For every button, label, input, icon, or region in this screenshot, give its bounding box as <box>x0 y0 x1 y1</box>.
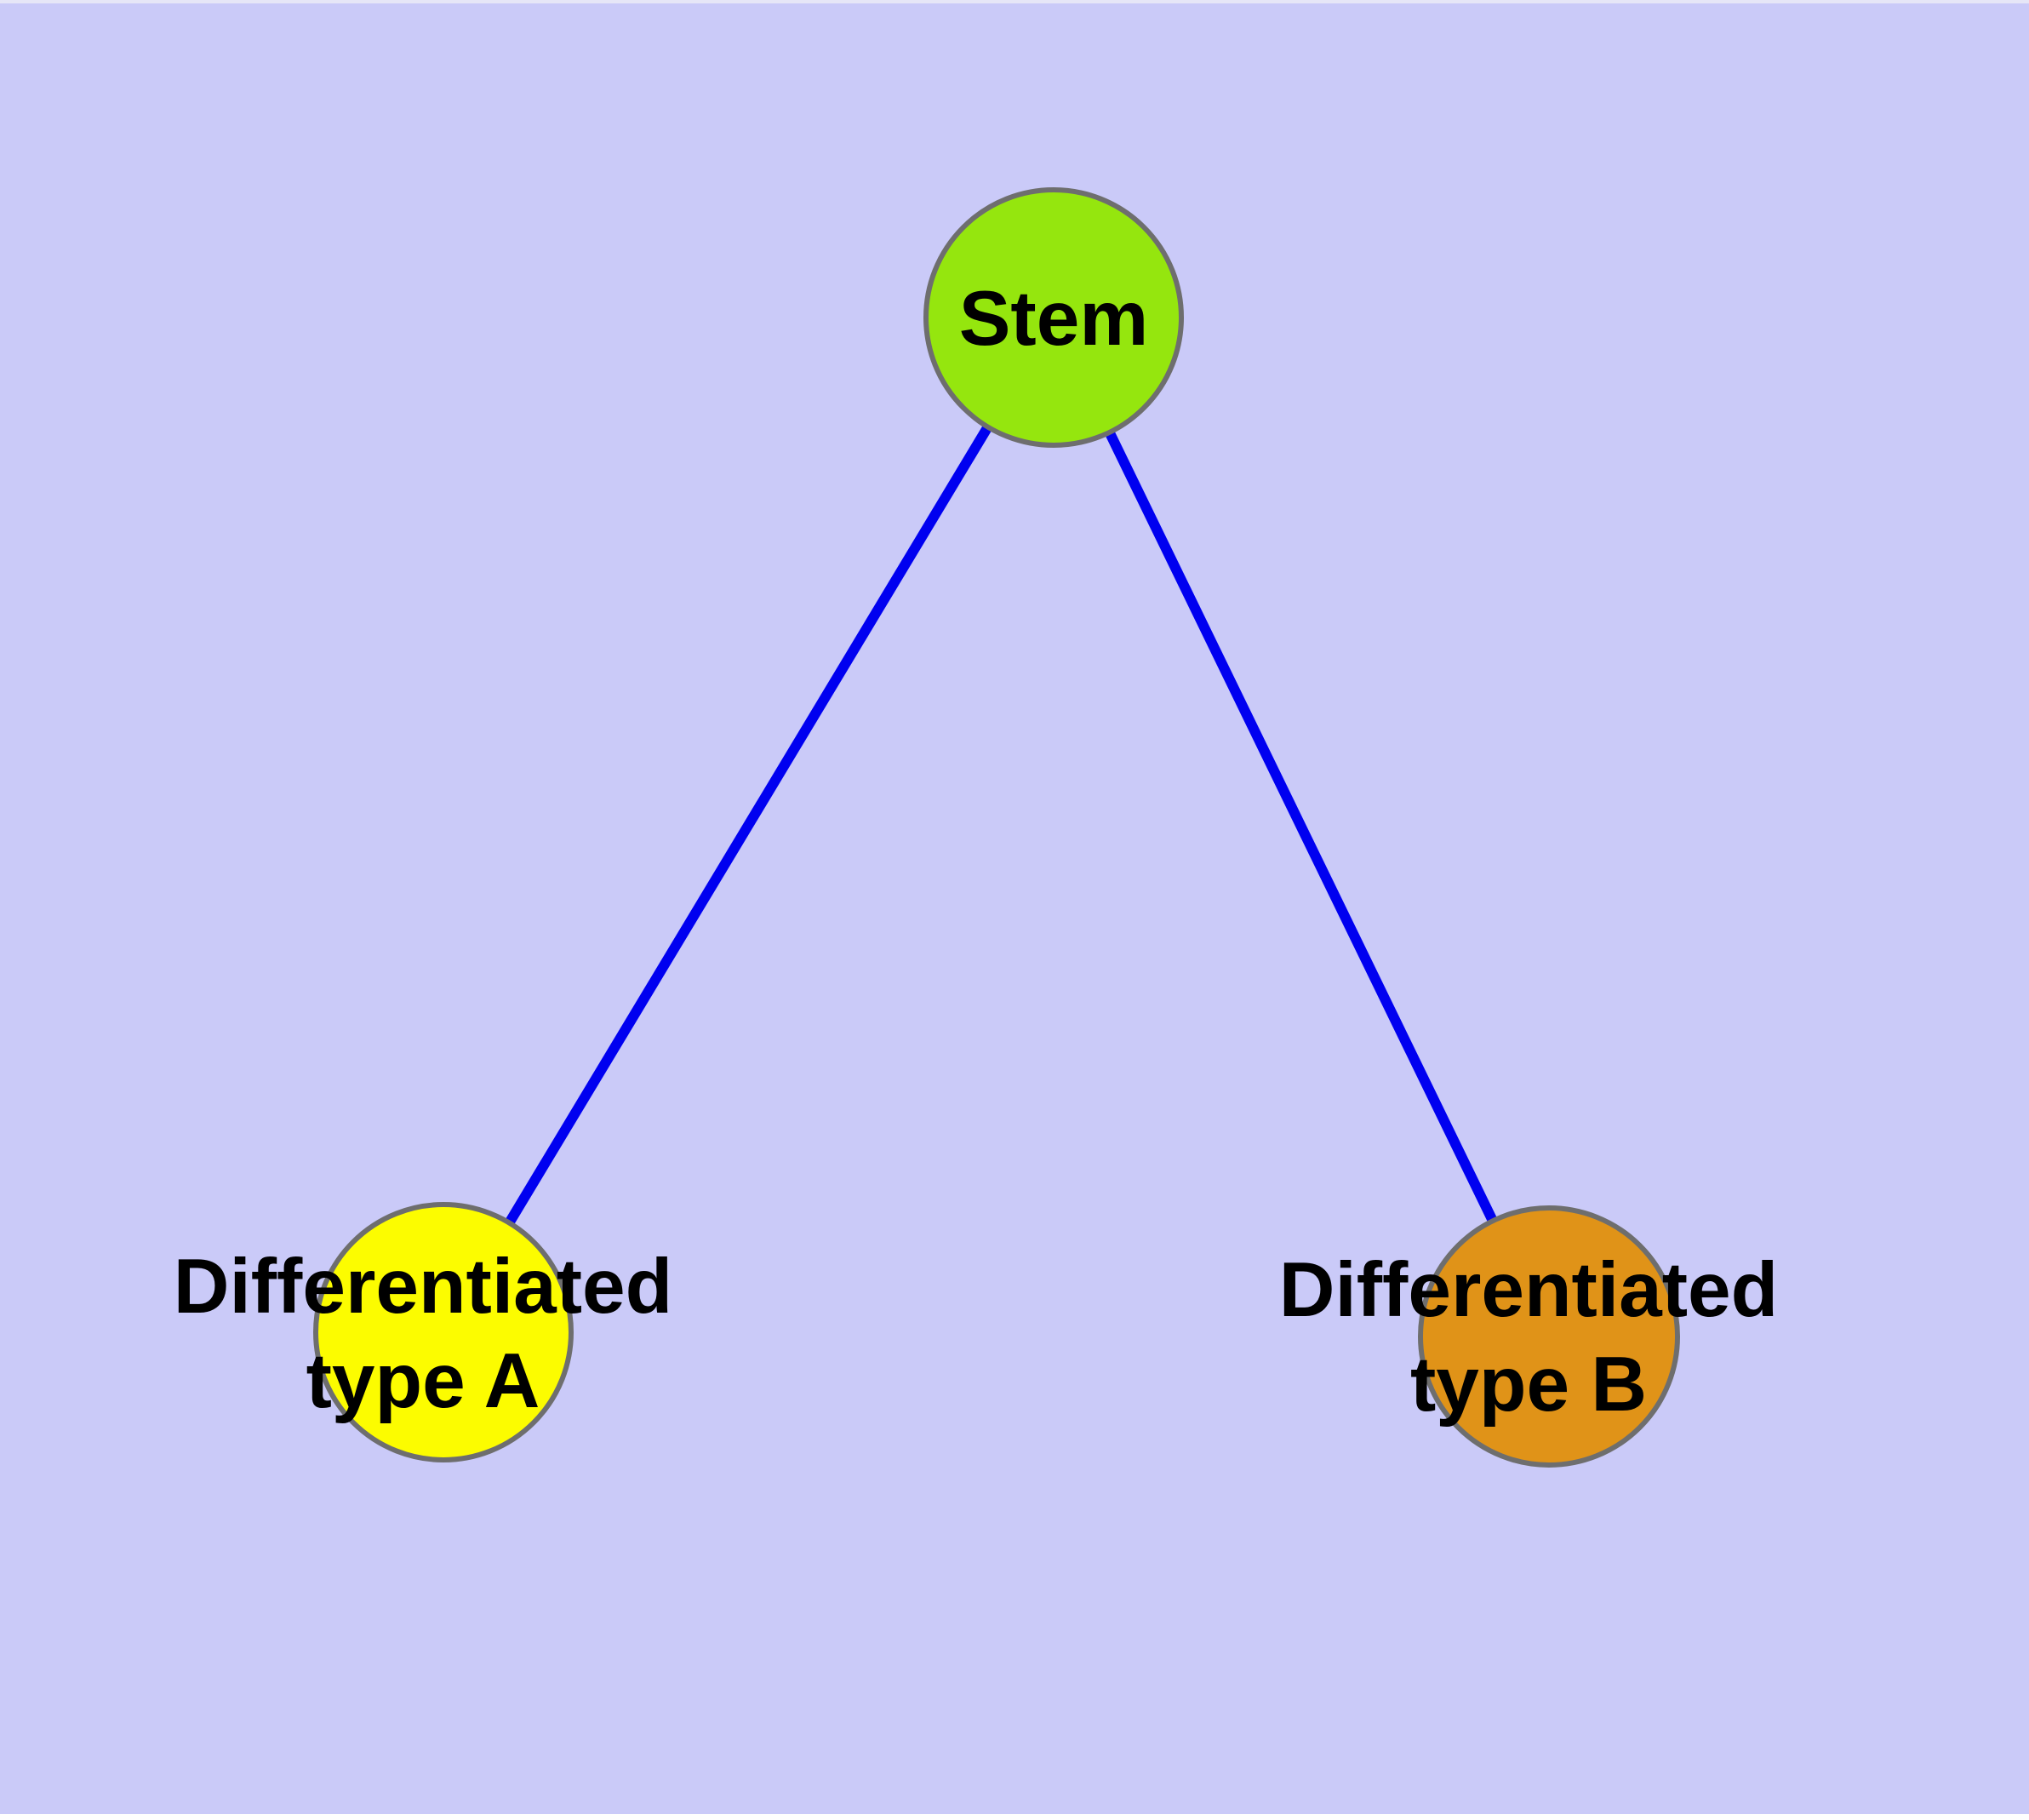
edge-stem-to-type-b <box>1049 315 1554 1339</box>
canvas-bottom-edge <box>0 1814 2029 1820</box>
node-type-a-circle <box>313 1202 574 1462</box>
node-type-a-label-line-1: Differentiated <box>174 1244 673 1330</box>
node-type-b-label-line-2: type B <box>1410 1342 1647 1428</box>
node-type-a-label-line-2: type A <box>306 1338 540 1424</box>
node-type-b-circle <box>1418 1205 1680 1468</box>
edge-stem-to-type-a <box>438 314 1059 1336</box>
canvas-top-edge <box>0 0 2029 3</box>
node-stem-circle <box>923 187 1184 448</box>
node-stem-label: Stem <box>959 276 1149 362</box>
node-type-b-label-line-1: Differentiated <box>1279 1247 1779 1333</box>
